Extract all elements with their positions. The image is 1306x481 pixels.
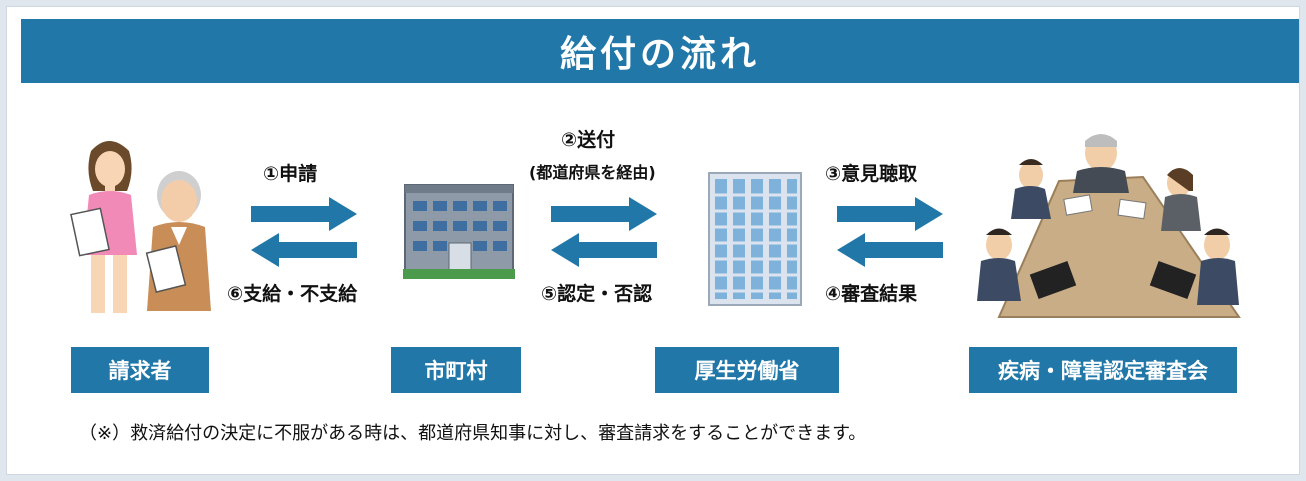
arrow-certify-left [551,233,657,267]
actor-ministry: 厚生労働省 [655,347,839,393]
arrow-result-left [837,233,943,267]
step-2-note: (都道府県を経由) [529,163,656,182]
footnote: （※）救済給付の決定に不服がある時は、都道府県知事に対し、審査請求をすることがで… [79,423,867,444]
actor-claimant: 請求者 [71,347,209,393]
step-5-certification: ⑤認定・否認 [541,283,653,305]
arrow-send-right [551,197,657,231]
diagram-frame: 給付の流れ [6,6,1300,475]
actor-council: 疾病・障害認定審査会 [969,347,1237,393]
step-6-payment: ⑥支給・不支給 [227,283,358,305]
council-meeting-illustration [977,134,1241,318]
step-4-review-result: ④審査結果 [825,283,918,305]
title-banner: 給付の流れ [21,19,1299,83]
step-2-send: ②送付 [561,129,616,151]
municipality-building-icon [403,184,515,279]
ministry-building-icon [708,172,802,306]
arrow-pay-left [251,233,357,267]
actor-municipality: 市町村 [391,347,521,393]
arrow-consult-right [837,197,943,231]
diagram-title: 給付の流れ [559,34,760,75]
claimant-illustration [70,141,211,313]
step-1-apply: ①申請 [263,163,318,185]
step-3-consultation: ③意見聴取 [825,163,918,185]
arrow-apply-right [251,197,357,231]
